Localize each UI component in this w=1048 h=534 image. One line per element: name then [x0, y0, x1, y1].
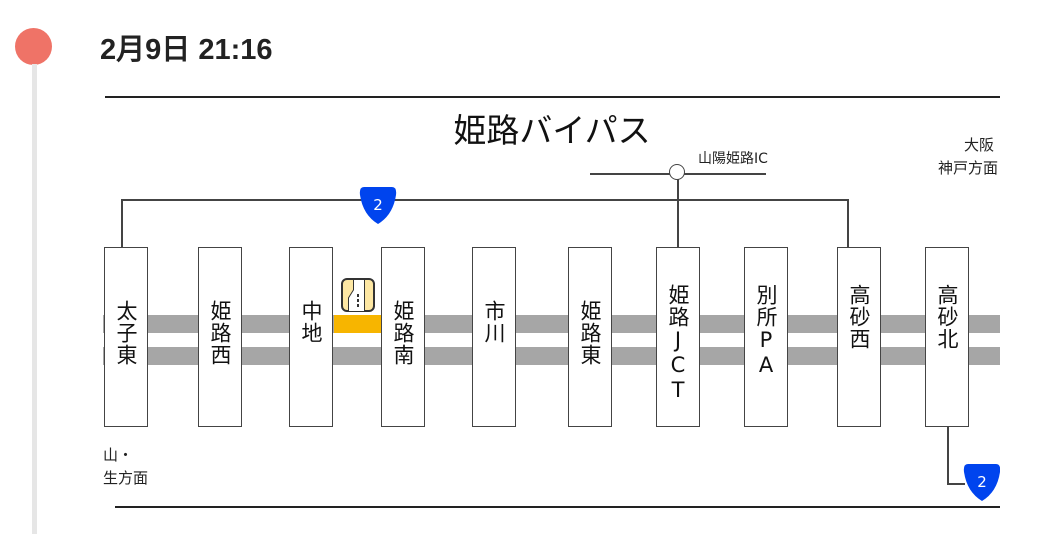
route-2-shield-icon: 2: [963, 464, 1000, 501]
station-box: 太子東: [104, 247, 148, 427]
station-box: 姫路西: [198, 247, 242, 427]
timeline-line: [32, 64, 37, 534]
station-label: 別所PA: [754, 284, 778, 378]
svg-text:2: 2: [373, 196, 383, 214]
post-datetime: 2月9日 21:16: [100, 34, 273, 66]
left-direction-label: 山・ 生方面: [103, 446, 149, 487]
station-label: 太子東: [114, 300, 138, 366]
route-line-right: [847, 199, 849, 247]
traffic-diagram: 姫路バイパス 山陽姫路IC 大阪 神戸方面 山・ 生方面 2 2 太子東 姫路西 中…: [103, 96, 1000, 508]
route-line-bottom: [947, 427, 949, 484]
interchange-circle-icon: [669, 164, 685, 180]
station-label: 高砂西: [847, 284, 871, 350]
station-label: 中地: [299, 300, 323, 344]
station-label: 姫路南: [391, 300, 415, 366]
station-label: 姫路西: [208, 300, 232, 366]
interchange-label: 山陽姫路IC: [698, 151, 768, 167]
congestion-segment: [334, 315, 382, 333]
timeline-dot: [15, 28, 52, 65]
station-box: 姫路東: [568, 247, 612, 427]
station-box: 姫路JCT: [656, 247, 700, 427]
route-line-bottom-h: [947, 483, 965, 485]
lane-restriction-icon: [341, 278, 375, 312]
station-box: 別所PA: [744, 247, 788, 427]
station-box: 高砂北: [925, 247, 969, 427]
station-label: 姫路東: [578, 300, 602, 366]
jct-line: [677, 172, 679, 247]
bottom-rule: [115, 506, 1000, 508]
top-rule: [105, 96, 1000, 98]
station-label: 高砂北: [935, 284, 959, 350]
diagram-title: 姫路バイパス: [453, 111, 651, 150]
route-line: [121, 199, 849, 201]
station-box: 姫路南: [381, 247, 425, 427]
route-2-shield-icon: 2: [359, 187, 397, 224]
svg-text:2: 2: [977, 473, 987, 491]
station-box: 市川: [472, 247, 516, 427]
station-box: 中地: [289, 247, 333, 427]
station-box: 高砂西: [837, 247, 881, 427]
route-line-left: [121, 199, 123, 247]
station-label: 姫路JCT: [666, 284, 690, 403]
right-direction-label: 大阪 神戸方面: [938, 136, 999, 177]
station-label: 市川: [482, 300, 506, 344]
